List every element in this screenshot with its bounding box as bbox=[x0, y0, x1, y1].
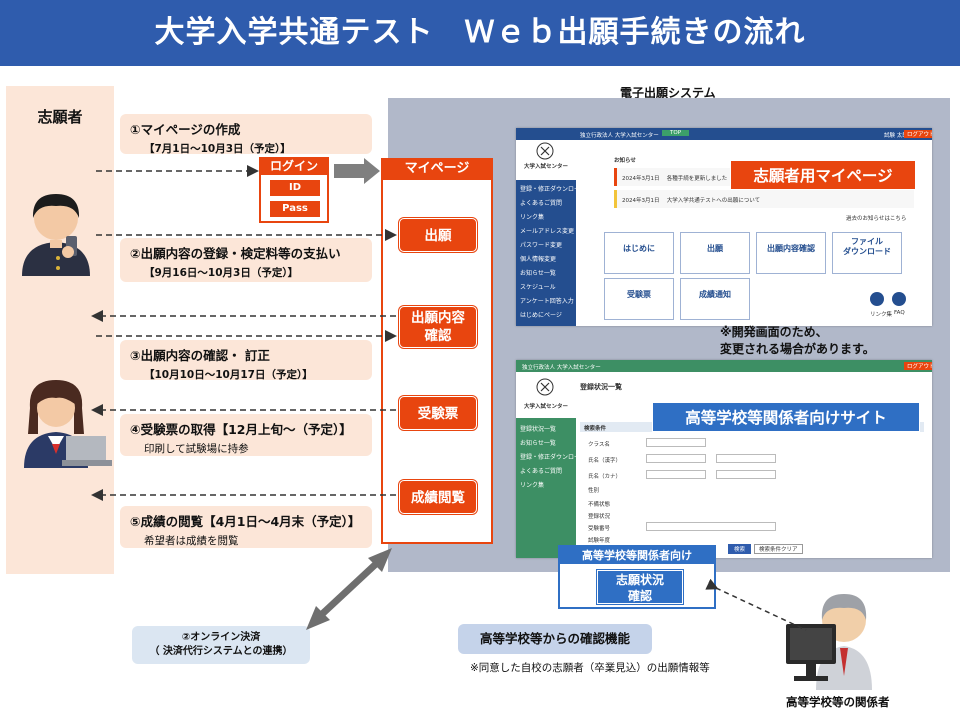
check-application-status-button[interactable]: 志願状況 確認 bbox=[597, 570, 683, 604]
mock-sidebar bbox=[516, 418, 576, 558]
login-label: ログイン bbox=[259, 157, 329, 175]
girl-student-icon bbox=[24, 380, 112, 468]
school-site-screenshot: 独立行政法人 大学入試センター ログアウト 大学入試センター 登録状況一覧 お知… bbox=[516, 360, 932, 558]
kana-name-input bbox=[646, 470, 706, 479]
online-payment-box: ②オンライン決済 （ 決済代行システムとの連携） bbox=[132, 626, 310, 664]
step-create-mypage: ①マイページの作成 【7月1日～10月3日（予定）】 bbox=[120, 114, 372, 155]
center-logo-icon bbox=[536, 378, 554, 396]
exam-number-input bbox=[646, 522, 776, 531]
confirm-application-button[interactable]: 出願内容 確認 bbox=[399, 306, 477, 348]
arrow-online-payment bbox=[306, 548, 392, 630]
faq-icon bbox=[892, 292, 906, 306]
applicant-mypage-screenshot: 独立行政法人 大学入試センター TOP 試験 太郎 ログアウト 大学入試センター… bbox=[516, 128, 932, 326]
step-confirm-correct: ③出願内容の確認・ 訂正 【10月10日～10月17日（予定）】 bbox=[120, 340, 372, 381]
mock-header bbox=[516, 360, 932, 372]
center-logo-icon bbox=[536, 142, 554, 160]
boy-student-icon bbox=[22, 194, 90, 276]
arrow-login-to-mypage bbox=[334, 158, 380, 184]
mypage-label: マイページ bbox=[383, 158, 491, 180]
school-site-tag: 高等学校等関係者向けサイト bbox=[652, 402, 920, 432]
school-staff-icon bbox=[786, 594, 872, 690]
step-admission-ticket: ④受験票の取得【12月上旬～（予定）】 印刷して試験場に持参 bbox=[120, 414, 372, 456]
mock-tile-download: ファイル ダウンロード bbox=[832, 232, 902, 274]
kana-name-input-2 bbox=[716, 470, 776, 479]
id-field[interactable]: ID bbox=[270, 180, 320, 196]
applicant-mypage-tag: 志願者用マイページ bbox=[730, 160, 916, 190]
view-scores-button[interactable]: 成績閲覧 bbox=[399, 480, 477, 514]
page-title: 大学入学共通テスト Ｗｅｂ出願手続きの流れ bbox=[154, 15, 806, 50]
class-input bbox=[646, 438, 706, 447]
mock-tile-apply: 出願 bbox=[680, 232, 750, 274]
mock-tile-score: 成績通知 bbox=[680, 278, 750, 320]
kanji-name-input bbox=[646, 454, 706, 463]
school-confirm-note: ※同意した自校の志願者（卒業見込）の出願情報等 bbox=[470, 662, 710, 674]
mock-logo-area bbox=[516, 140, 576, 180]
school-panel-label: 高等学校等関係者向け bbox=[560, 547, 714, 564]
mock-tile-ticket: 受験票 bbox=[604, 278, 674, 320]
password-field[interactable]: Pass bbox=[270, 201, 320, 217]
mock-header bbox=[516, 128, 932, 140]
step-view-scores: ⑤成績の閲覧【4月1日～4月末（予定）】 希望者は成績を閲覧 bbox=[120, 506, 372, 548]
step-register-application: ②出願内容の登録・検定料等の支払い 【9月16日～10月3日（予定）】 bbox=[120, 238, 372, 282]
mock-sidebar bbox=[516, 180, 576, 326]
school-staff-label: 高等学校等の関係者 bbox=[786, 695, 890, 709]
dev-note: ※開発画面のため、 変更される場合があります。 bbox=[720, 325, 875, 356]
apply-button[interactable]: 出願 bbox=[399, 218, 477, 252]
mock-tile-confirm: 出願内容確認 bbox=[756, 232, 826, 274]
applicant-label: 志願者 bbox=[37, 108, 83, 126]
mock-notice-2 bbox=[614, 190, 914, 208]
link-icon bbox=[870, 292, 884, 306]
admission-ticket-button[interactable]: 受験票 bbox=[399, 396, 477, 430]
arrow-school-access bbox=[705, 578, 807, 631]
mock-tile-intro: はじめに bbox=[604, 232, 674, 274]
kanji-name-input-2 bbox=[716, 454, 776, 463]
school-confirm-function: 高等学校等からの確認機能 bbox=[458, 624, 652, 654]
header-bar bbox=[0, 0, 960, 66]
system-label: 電子出願システム bbox=[620, 86, 716, 100]
